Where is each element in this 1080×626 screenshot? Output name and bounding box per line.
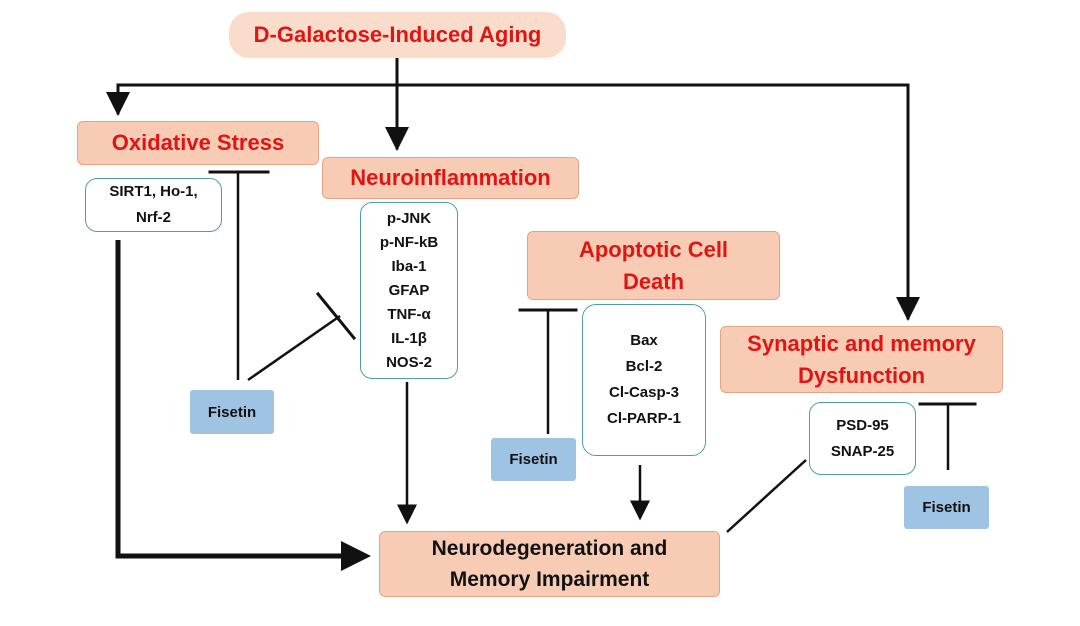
fisetin-neuroinflammation-stem	[247, 314, 341, 382]
marker-item: SIRT1, Ho-1,	[109, 183, 198, 200]
markers-oxidative: SIRT1, Ho-1, Nrf-2	[85, 178, 222, 232]
marker-item: IL-1β	[391, 329, 427, 347]
marker-item: SNAP-25	[830, 442, 895, 460]
synaptic-label-line-1: Synaptic and memory	[747, 330, 976, 356]
marker-item: p-NF-kB	[379, 233, 439, 251]
marker-item: TNF-α	[387, 305, 431, 323]
markers-apoptosis: Bax Bcl-2 Cl-Casp-3 Cl-PARP-1	[582, 304, 706, 456]
marker-item: Bcl-2	[625, 358, 663, 375]
marker-item: Iba-1	[391, 257, 427, 275]
marker-item: Bax	[630, 332, 658, 349]
marker-item: Cl-Casp-3	[608, 384, 679, 401]
marker-item: GFAP	[388, 281, 430, 299]
process-apoptotic-cell-death: Apoptotic Cell Death	[527, 231, 780, 300]
marker-item: Cl-PARP-1	[607, 410, 681, 427]
marker-item: Nrf-2	[135, 209, 171, 226]
marker-item: p-JNK	[386, 209, 432, 227]
process-oxidative-stress: Oxidative Stress	[77, 121, 319, 165]
synaptic-to-outcome-line	[726, 459, 807, 533]
markers-synaptic: PSD-95 SNAP-25	[809, 402, 916, 475]
oxidative-to-outcome-arrow	[115, 240, 371, 571]
synaptic-label-line-2: Dysfunction	[797, 362, 926, 388]
apoptotic-label-line-2: Death	[622, 268, 685, 294]
fisetin-apoptosis: Fisetin	[491, 438, 576, 481]
outcome-line-2: Memory Impairment	[449, 568, 650, 591]
outcome-neurodegeneration: Neurodegeneration and Memory Impairment	[379, 531, 720, 597]
outcome-line-1: Neurodegeneration and	[431, 537, 668, 560]
fisetin-oxidative: Fisetin	[190, 390, 274, 434]
process-neuroinflammation: Neuroinflammation	[322, 157, 579, 199]
title-d-galactose-aging: D-Galactose-Induced Aging	[229, 12, 566, 58]
marker-item: NOS-2	[386, 353, 432, 371]
fisetin-synaptic: Fisetin	[904, 486, 989, 529]
markers-neuroinflammation: p-JNK p-NF-kB Iba-1 GFAP TNF-α IL-1β NOS…	[360, 202, 458, 379]
fisetin-neuroinflammation-bar	[315, 291, 357, 341]
process-synaptic-memory-dysfunction: Synaptic and memory Dysfunction	[720, 326, 1003, 393]
apoptotic-label-line-1: Apoptotic Cell	[578, 236, 729, 262]
marker-item: PSD-95	[836, 416, 889, 434]
